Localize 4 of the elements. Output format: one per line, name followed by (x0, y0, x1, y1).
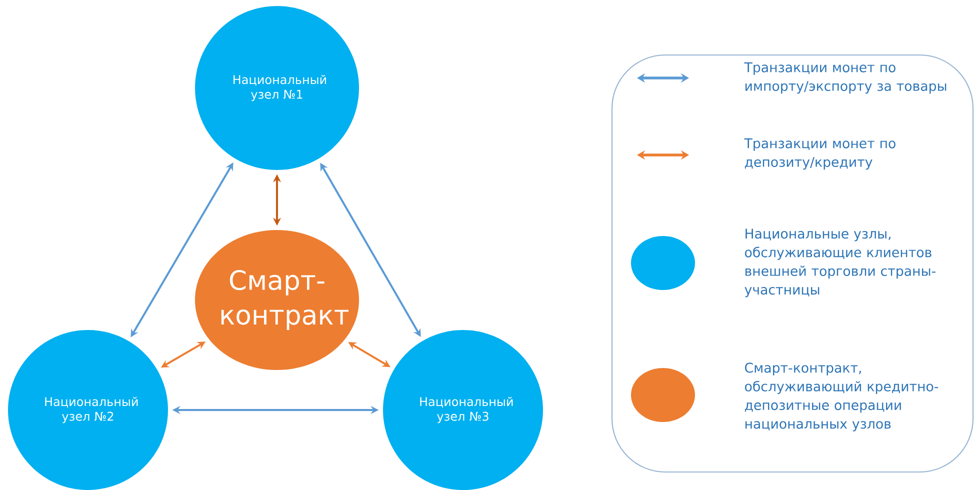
legend-text: Транзакции монет по импорту/экспорту за товары (744, 62, 946, 94)
legend-text: Национальные узлы, обслуживающие клиентов внешней торговли страны-участницы (744, 228, 936, 298)
legend-text: Смарт-контракт, обслуживающий кредитно-депозитные операции национальных узлов (744, 362, 938, 432)
legend-text: Транзакции монет по депозиту/кредиту (744, 138, 896, 170)
